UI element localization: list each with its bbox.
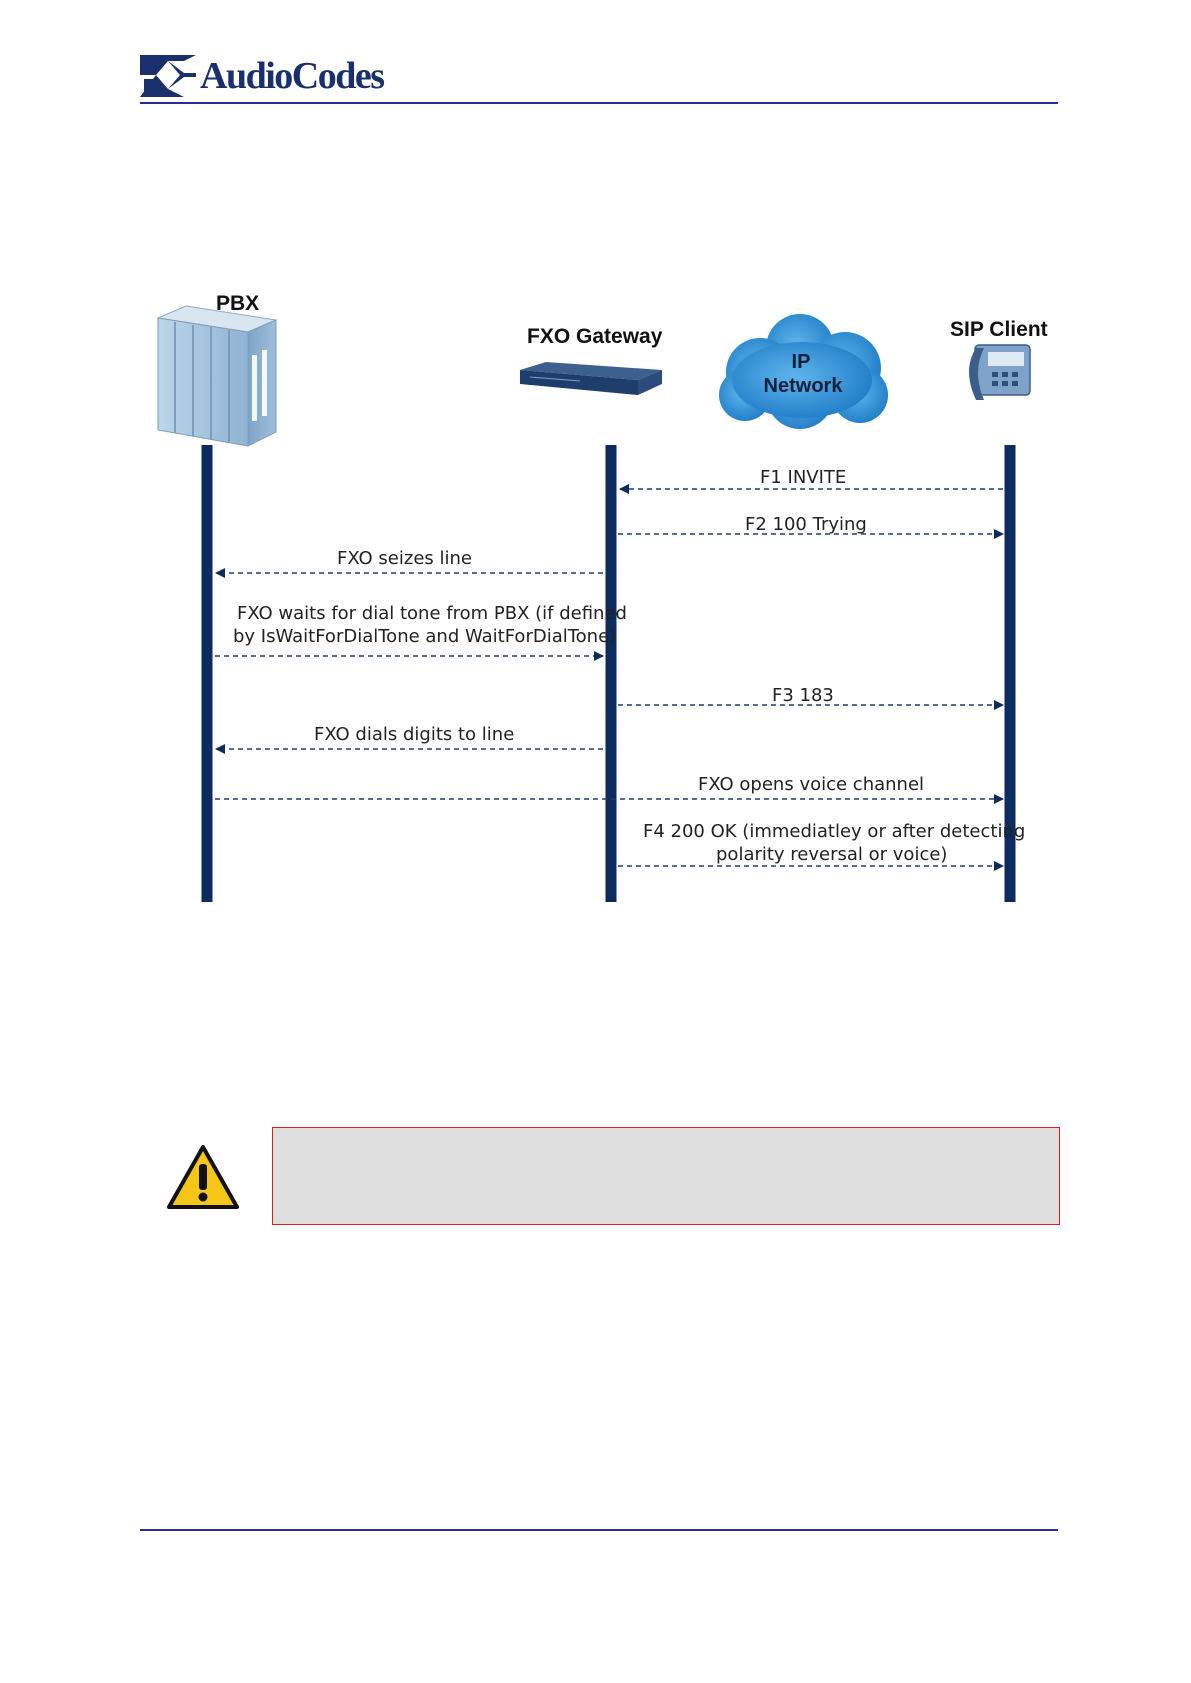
cloud-icon: [719, 314, 888, 429]
sip-client-label: SIP Client: [950, 318, 1048, 341]
header-rule: [140, 102, 1058, 104]
message-label-voice-channel: FXO opens voice channel: [698, 774, 924, 795]
logo-wordmark: AudioCodes: [200, 55, 385, 97]
message-label-f3-183: F3 183: [772, 685, 834, 706]
message-label-f4-200ok-line2: polarity reversal or voice): [716, 844, 947, 865]
gateway-icon: [520, 362, 662, 395]
message-label-dial-tone-line2: by IsWaitForDialTone and WaitForDialTone…: [233, 626, 616, 647]
message-label-f1-invite: F1 INVITE: [760, 467, 846, 488]
audiocodes-logo: AudioCodes: [140, 52, 400, 98]
note-box: [272, 1127, 1060, 1225]
gateway-label: FXO Gateway: [527, 325, 663, 348]
message-label-seizes-line: FXO seizes line: [337, 548, 472, 569]
message-label-dial-tone-line1: FXO waits for dial tone from PBX (if def…: [237, 603, 627, 624]
message-label-dials-digits: FXO dials digits to line: [314, 724, 514, 745]
footer-rule: [140, 1529, 1058, 1531]
message-label-f4-200ok-line1: F4 200 OK (immediatley or after detectin…: [643, 821, 1025, 842]
network-label-line2: Network: [764, 375, 844, 397]
pbx-label: PBX: [216, 292, 259, 315]
phone-icon: [969, 344, 1031, 400]
message-label-f2-trying: F2 100 Trying: [745, 514, 867, 535]
network-label-line1: IP: [792, 351, 811, 373]
warning-icon: [167, 1145, 239, 1209]
audiocodes-logo-icon: [140, 55, 196, 97]
pbx-icon: [156, 305, 278, 447]
